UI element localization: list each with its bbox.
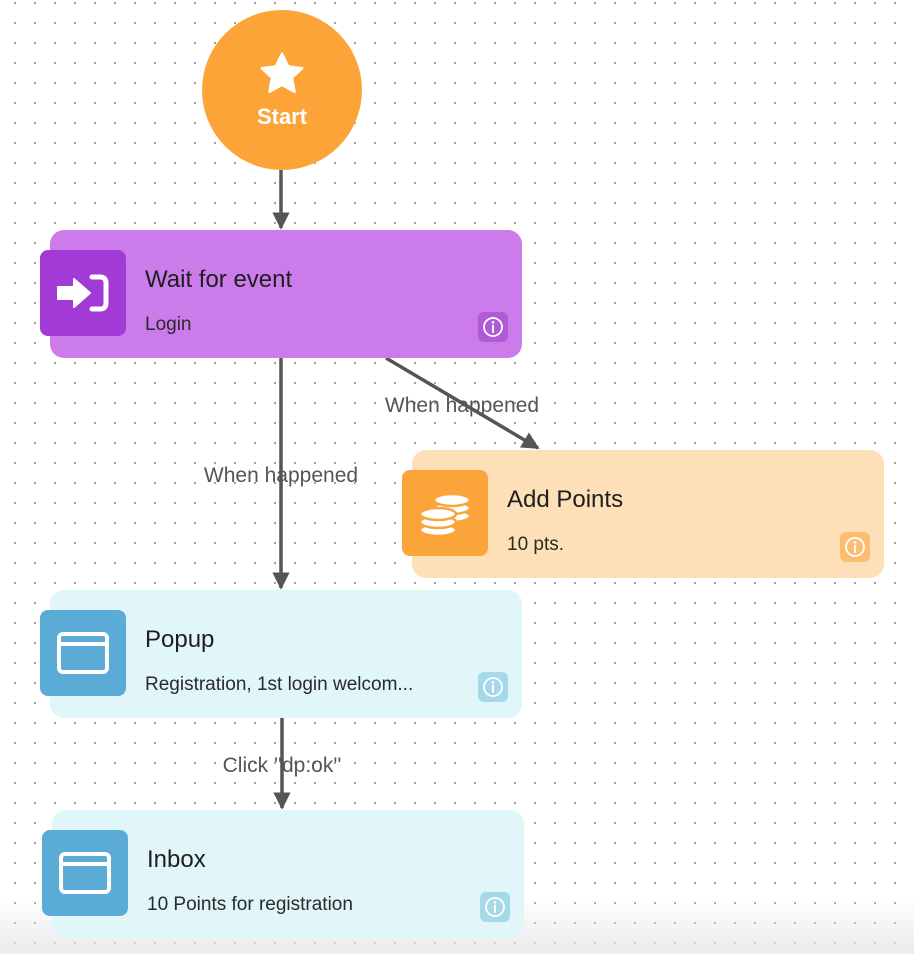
star-icon: [260, 52, 304, 93]
info-icon: [485, 897, 505, 917]
inbox-info-button[interactable]: [480, 892, 510, 922]
add-points-node[interactable]: Add Points 10 pts.: [402, 450, 884, 578]
popup-node-title: Popup: [145, 626, 215, 653]
inbox-node[interactable]: Inbox 10 Points for registration: [42, 810, 524, 938]
start-label: Start: [256, 104, 308, 129]
edge-label-wait-to-points: When happened: [384, 394, 540, 417]
coins-icon: [418, 492, 472, 538]
info-icon: [483, 677, 503, 697]
points-node-icon-box: [402, 470, 488, 556]
window-icon: [57, 632, 109, 674]
popup-node-icon-box: [40, 610, 126, 696]
wait-for-event-node[interactable]: Wait for event Login: [40, 230, 522, 358]
info-icon: [483, 317, 503, 337]
start-node[interactable]: Start: [202, 10, 362, 170]
wait-info-button[interactable]: [478, 312, 508, 342]
points-node-title: Add Points: [507, 486, 624, 513]
edge-wait-to-points[interactable]: [385, 356, 540, 450]
wait-node-subtitle: Login: [145, 314, 192, 335]
popup-info-button[interactable]: [478, 672, 508, 702]
edge-label-popup-to-inbox: Click ''dp:ok'': [222, 754, 342, 777]
inbox-node-title: Inbox: [147, 846, 206, 873]
sign-in-icon: [57, 274, 109, 312]
window-icon: [59, 852, 111, 894]
wait-node-icon-box: [40, 250, 126, 336]
info-icon: [845, 537, 865, 557]
edge-label-wait-to-popup: When happened: [203, 464, 359, 487]
wait-node-title: Wait for event: [145, 266, 293, 293]
points-node-subtitle: 10 pts.: [507, 534, 565, 555]
points-info-button[interactable]: [840, 532, 870, 562]
popup-node-subtitle: Registration, 1st login welcom...: [145, 674, 414, 695]
inbox-node-icon-box: [42, 830, 128, 916]
inbox-node-subtitle: 10 Points for registration: [147, 894, 353, 915]
popup-node[interactable]: Popup Registration, 1st login welcom...: [40, 590, 522, 718]
